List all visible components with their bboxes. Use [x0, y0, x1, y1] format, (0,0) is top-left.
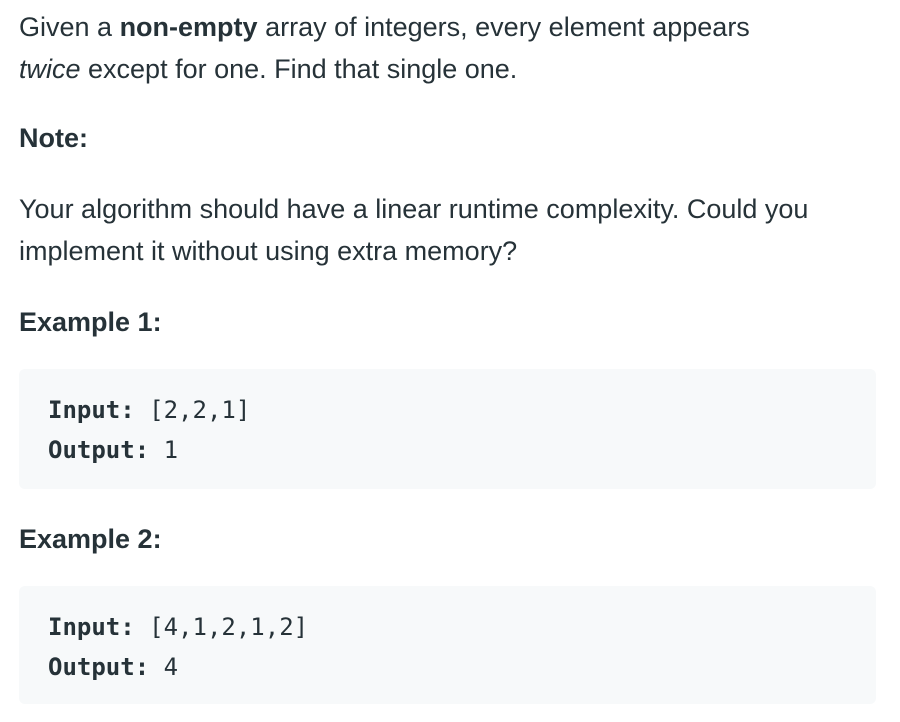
- example-2-output-line: Output: 4: [48, 647, 876, 687]
- example-1-code-block: Input: [2,2,1] Output: 1: [19, 369, 876, 489]
- statement-emphasis-bold: non-empty: [119, 12, 258, 42]
- note-line-1: Your algorithm should have a linear runt…: [19, 194, 809, 224]
- input-value: [4,1,2,1,2]: [134, 613, 309, 641]
- example-2-code-block: Input: [4,1,2,1,2] Output: 4: [19, 586, 876, 704]
- problem-statement-line-2: twice except for one. Find that single o…: [19, 48, 879, 90]
- statement-text: array of integers, every element appears: [257, 12, 750, 42]
- output-value: 1: [149, 436, 179, 464]
- output-label: Output:: [48, 653, 150, 681]
- example-2-input-line: Input: [4,1,2,1,2]: [48, 607, 876, 647]
- problem-statement-line-1: Given a non-empty array of integers, eve…: [19, 6, 879, 48]
- statement-text: Given a: [19, 12, 120, 42]
- input-value: [2,2,1]: [134, 396, 251, 424]
- input-label: Input:: [48, 396, 135, 424]
- output-value: 4: [149, 653, 179, 681]
- statement-emphasis-italic: twice: [19, 54, 81, 84]
- note-line-2: implement it without using extra memory?: [19, 236, 518, 266]
- note-heading: Note:: [19, 123, 88, 153]
- input-label: Input:: [48, 613, 135, 641]
- example-2-heading: Example 2:: [19, 524, 162, 554]
- output-label: Output:: [48, 436, 150, 464]
- note-body: Your algorithm should have a linear runt…: [19, 188, 879, 272]
- example-1-input-line: Input: [2,2,1]: [48, 390, 876, 430]
- problem-description: Given a non-empty array of integers, eve…: [19, 0, 879, 704]
- example-1-output-line: Output: 1: [48, 430, 876, 470]
- statement-text: except for one. Find that single one.: [80, 54, 518, 84]
- problem-statement: Given a non-empty array of integers, eve…: [19, 6, 879, 90]
- example-1-heading: Example 1:: [19, 307, 162, 337]
